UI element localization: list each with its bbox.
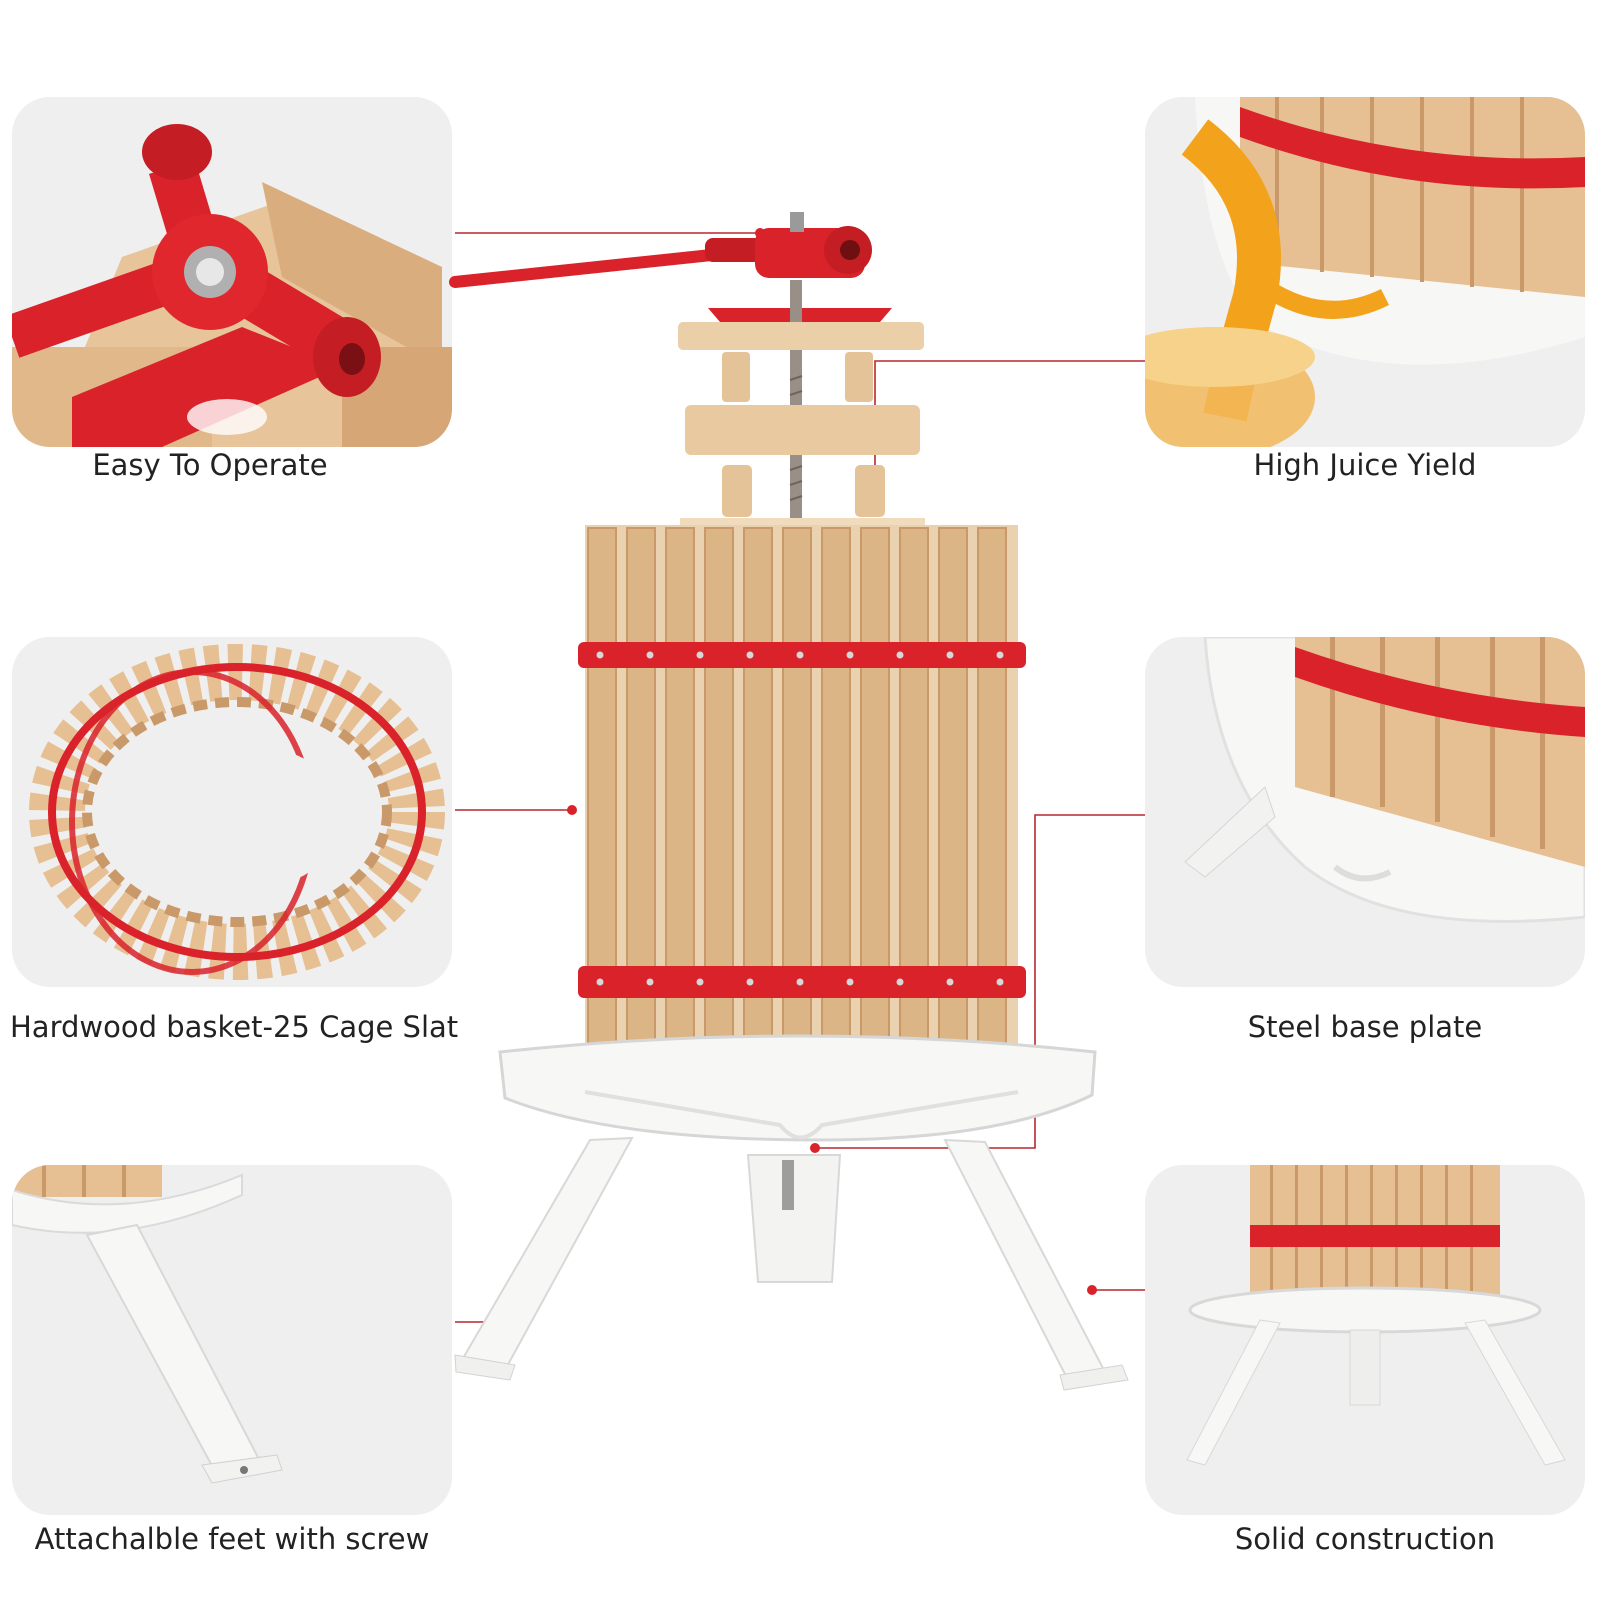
caption-feet: Attachalble feet with screw (34, 1522, 430, 1556)
caption-construction: Solid construction (1234, 1522, 1496, 1556)
fruit-press-product (440, 200, 1160, 1600)
feature-panel-feet (12, 1165, 452, 1515)
feature-panel-juice (1145, 97, 1585, 447)
feature-panel-basket (12, 637, 452, 987)
feature-panel-construction (1145, 1165, 1585, 1515)
handle-closeup-image (12, 97, 452, 447)
caption-basket: Hardwood basket-25 Cage Slat (10, 1010, 459, 1044)
caption-plate: Steel base plate (1247, 1010, 1483, 1044)
feature-panel-operate (12, 97, 452, 447)
base-plate-image (1145, 637, 1585, 987)
feet-closeup-image (12, 1165, 452, 1515)
juice-pour-image (1145, 97, 1585, 447)
basket-cage-image (12, 637, 452, 987)
caption-juice: High Juice Yield (1253, 448, 1477, 482)
feature-panel-plate (1145, 637, 1585, 987)
construction-image (1145, 1165, 1585, 1515)
caption-operate: Easy To Operate (92, 448, 328, 482)
fruit-press-illustration (449, 212, 1129, 1391)
